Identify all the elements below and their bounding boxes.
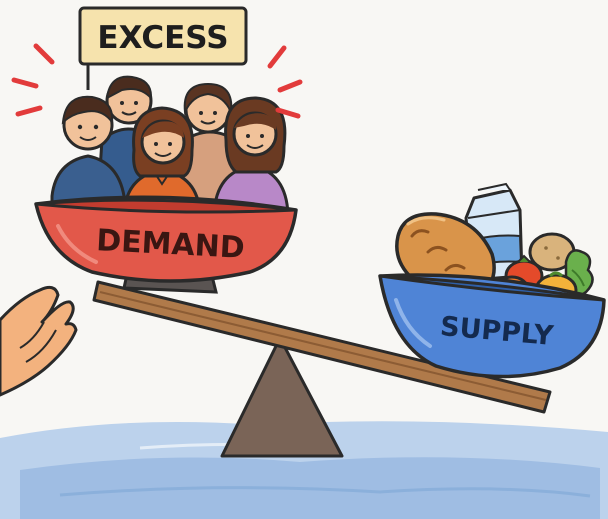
supply-bowl — [378, 273, 606, 379]
demand-bowl — [34, 195, 298, 283]
fulcrum — [220, 336, 344, 458]
hand-icon — [0, 285, 78, 397]
person — [122, 106, 202, 216]
seesaw-plank — [92, 280, 552, 414]
excess-sign — [78, 6, 248, 90]
burst-lines — [11, 43, 303, 119]
excess-label: EXCESS — [97, 20, 228, 56]
demand-label: DEMAND — [95, 223, 245, 266]
people-group — [50, 75, 290, 216]
